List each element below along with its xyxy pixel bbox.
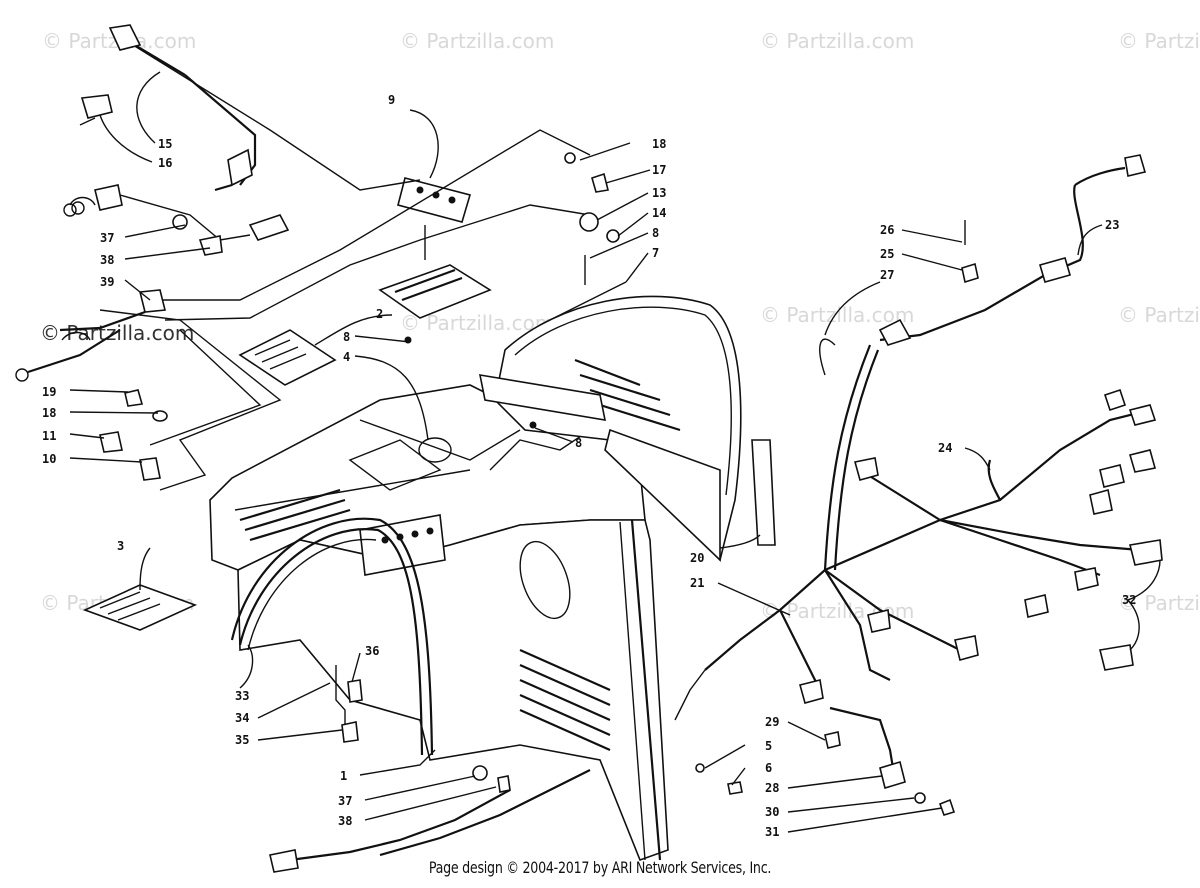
callout-label: 38	[338, 814, 352, 828]
callout-label: 24	[938, 441, 952, 455]
callout-label: 10	[42, 452, 56, 466]
watermark-text: © Partzilla.com	[1118, 29, 1200, 53]
shroud	[478, 295, 776, 562]
callout-label: 7	[652, 246, 659, 260]
callout-label: 29	[765, 715, 779, 729]
callout-label: 16	[158, 156, 172, 170]
callout-label: 37	[338, 794, 352, 808]
footer-credit: Page design © 2004-2017 by ARI Network S…	[428, 858, 772, 877]
watermark-text: © Partzilla.com	[1118, 303, 1200, 327]
callout-label: 37	[100, 231, 114, 245]
callout-label: 9	[388, 93, 395, 107]
callout-label: 27	[880, 268, 894, 282]
callout-label: 18	[42, 406, 56, 420]
watermark-text: © Partzilla.com	[760, 29, 914, 53]
callout-label: 2	[376, 307, 383, 321]
leader-lines	[69, 71, 1161, 833]
lower-hardware	[269, 665, 743, 873]
callout-label: 31	[765, 825, 779, 839]
callout-numbers: 9 15 16 18 17 13 14 8 7 37 38 39 19 18 1…	[42, 93, 1136, 839]
callout-label: 25	[880, 247, 894, 261]
callout-label: 6	[765, 761, 772, 775]
callout-label: 38	[100, 253, 114, 267]
watermark-text: © Partzilla.com	[1118, 591, 1200, 615]
callout-label: 13	[652, 186, 666, 200]
callout-label: 11	[42, 429, 56, 443]
callout-label: 33	[235, 689, 249, 703]
edge-trim	[230, 517, 434, 756]
callout-label: 3	[117, 539, 124, 553]
callout-label: 23	[1105, 218, 1119, 232]
callout-label: 14	[652, 206, 666, 220]
callout-label: 15	[158, 137, 172, 151]
callout-label: 35	[235, 733, 249, 747]
callout-label: 17	[652, 163, 666, 177]
switches	[15, 184, 290, 382]
console-body	[209, 384, 669, 862]
callout-label: 30	[765, 805, 779, 819]
callout-label: 4	[343, 350, 350, 364]
callout-label: 1	[340, 769, 347, 783]
callout-label: 34	[235, 711, 249, 725]
callout-label: 19	[42, 385, 56, 399]
callout-label: 36	[365, 644, 379, 658]
watermark-text: © Partzilla.com	[760, 599, 914, 623]
callout-label: 8	[575, 436, 582, 450]
callout-label: 8	[652, 226, 659, 240]
small-parts-left	[99, 389, 168, 481]
callout-label: 26	[880, 223, 894, 237]
callout-label: 18	[652, 137, 666, 151]
watermark-text: © Partzilla.com	[400, 29, 554, 53]
callout-label: 39	[100, 275, 114, 289]
callout-label: 32	[1122, 593, 1136, 607]
bezel-plate	[378, 177, 492, 319]
decals	[82, 329, 337, 631]
callout-label: 21	[690, 576, 704, 590]
callout-label: 8	[343, 330, 350, 344]
callout-label: 20	[690, 551, 704, 565]
throttle-cable	[79, 24, 257, 192]
callout-label: 28	[765, 781, 779, 795]
watermark-text: © Partzilla.com	[760, 303, 914, 327]
wiring-harness	[674, 154, 1163, 816]
callout-label: 5	[765, 739, 772, 753]
